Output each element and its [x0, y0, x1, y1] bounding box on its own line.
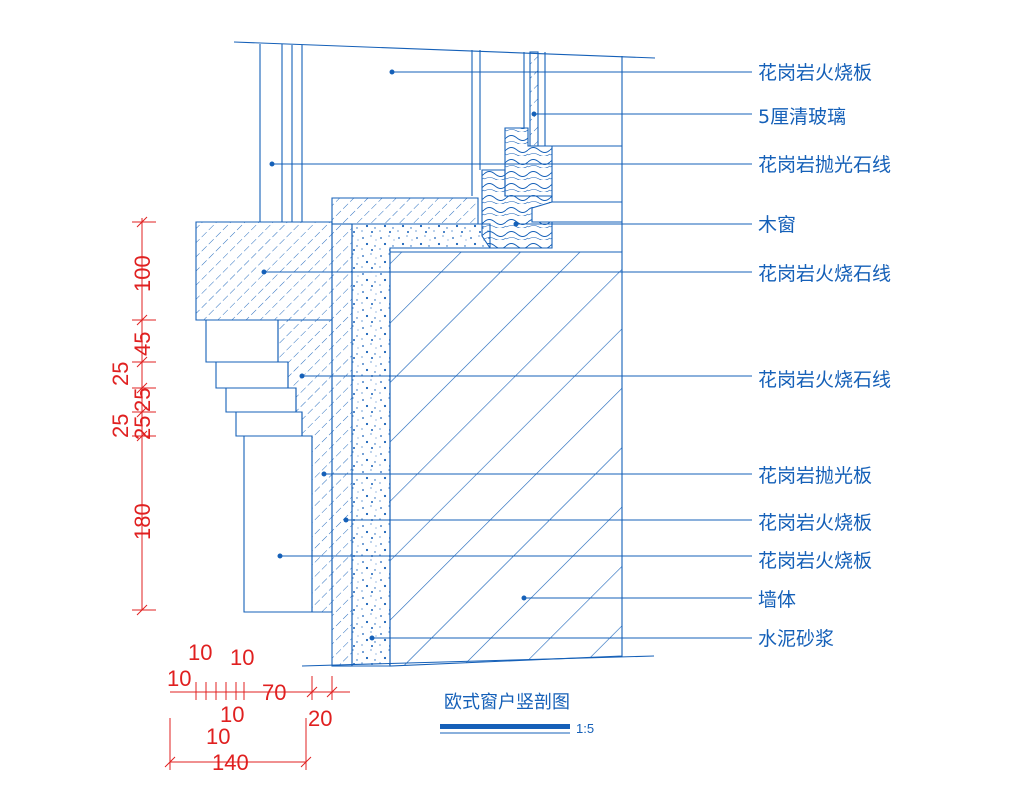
- top-edge-line: [233, 41, 656, 59]
- drawing-title: 欧式窗户竖剖图: [444, 692, 570, 713]
- glass-pane: [529, 51, 539, 147]
- label-wall-body: 墙体: [758, 589, 796, 611]
- dim-h-70: 70: [262, 680, 286, 705]
- material-labels: 花岗岩火烧板 5厘清玻璃 花岗岩抛光石线 木窗 花岗岩火烧石线 花岗岩火烧石线 …: [758, 62, 891, 650]
- polished-stone-line: [331, 197, 479, 225]
- dim-h-10e: 10: [206, 724, 230, 749]
- label-granite-flamed-line-1: 花岗岩火烧石线: [758, 263, 891, 285]
- vertical-dimension-text: 100 45 25 25 25 25 180: [108, 255, 155, 540]
- dim-100: 100: [130, 255, 155, 292]
- label-granite-flamed-board-2: 花岗岩火烧板: [758, 512, 872, 534]
- vertical-dimension-chain: [132, 216, 156, 616]
- lower-facade-board: [243, 435, 313, 613]
- moulding-step-3: [225, 387, 297, 413]
- dim-25a: 25: [108, 362, 133, 386]
- label-granite-flamed-board-3: 花岗岩火烧板: [758, 550, 872, 572]
- label-granite-flamed-board-top: 花岗岩火烧板: [758, 62, 872, 84]
- section-linework: [195, 41, 656, 667]
- moulding-step-2: [215, 361, 289, 389]
- moulding-step-4: [235, 411, 303, 437]
- dim-h-20: 20: [308, 706, 332, 731]
- dim-25b: 25: [130, 388, 155, 412]
- leader-lines: [261, 69, 752, 641]
- wall-body: [389, 251, 623, 667]
- label-cement-mortar: 水泥砂浆: [758, 628, 834, 650]
- dim-h-10c: 10: [230, 645, 254, 670]
- polished-board: [331, 223, 353, 667]
- dim-25d: 25: [130, 416, 155, 440]
- label-clear-glass: 5厘清玻璃: [758, 106, 846, 128]
- horizontal-dimension-chain: [164, 676, 350, 770]
- label-granite-polished-board: 花岗岩抛光板: [758, 465, 872, 487]
- horizontal-dimension-text: 10 10 10 10 10 70 20 140: [167, 640, 332, 775]
- dim-180: 180: [130, 503, 155, 540]
- dim-h-10b: 10: [188, 640, 212, 665]
- dim-45: 45: [130, 332, 155, 356]
- dim-h-10a: 10: [167, 666, 191, 691]
- label-granite-polished-line: 花岗岩抛光石线: [758, 154, 891, 176]
- title-block: 欧式窗户竖剖图 1:5: [440, 692, 594, 736]
- moulding-step-1: [205, 319, 279, 363]
- dim-h-10d: 10: [220, 702, 244, 727]
- drawing-scale: 1:5: [576, 721, 594, 736]
- label-granite-flamed-line-2: 花岗岩火烧石线: [758, 369, 891, 391]
- title-underline-thick: [440, 724, 570, 729]
- label-wood-window: 木窗: [758, 214, 796, 236]
- dim-h-140: 140: [212, 750, 249, 775]
- dim-25c: 25: [108, 414, 133, 438]
- stepped-moulding-fill: [277, 319, 333, 613]
